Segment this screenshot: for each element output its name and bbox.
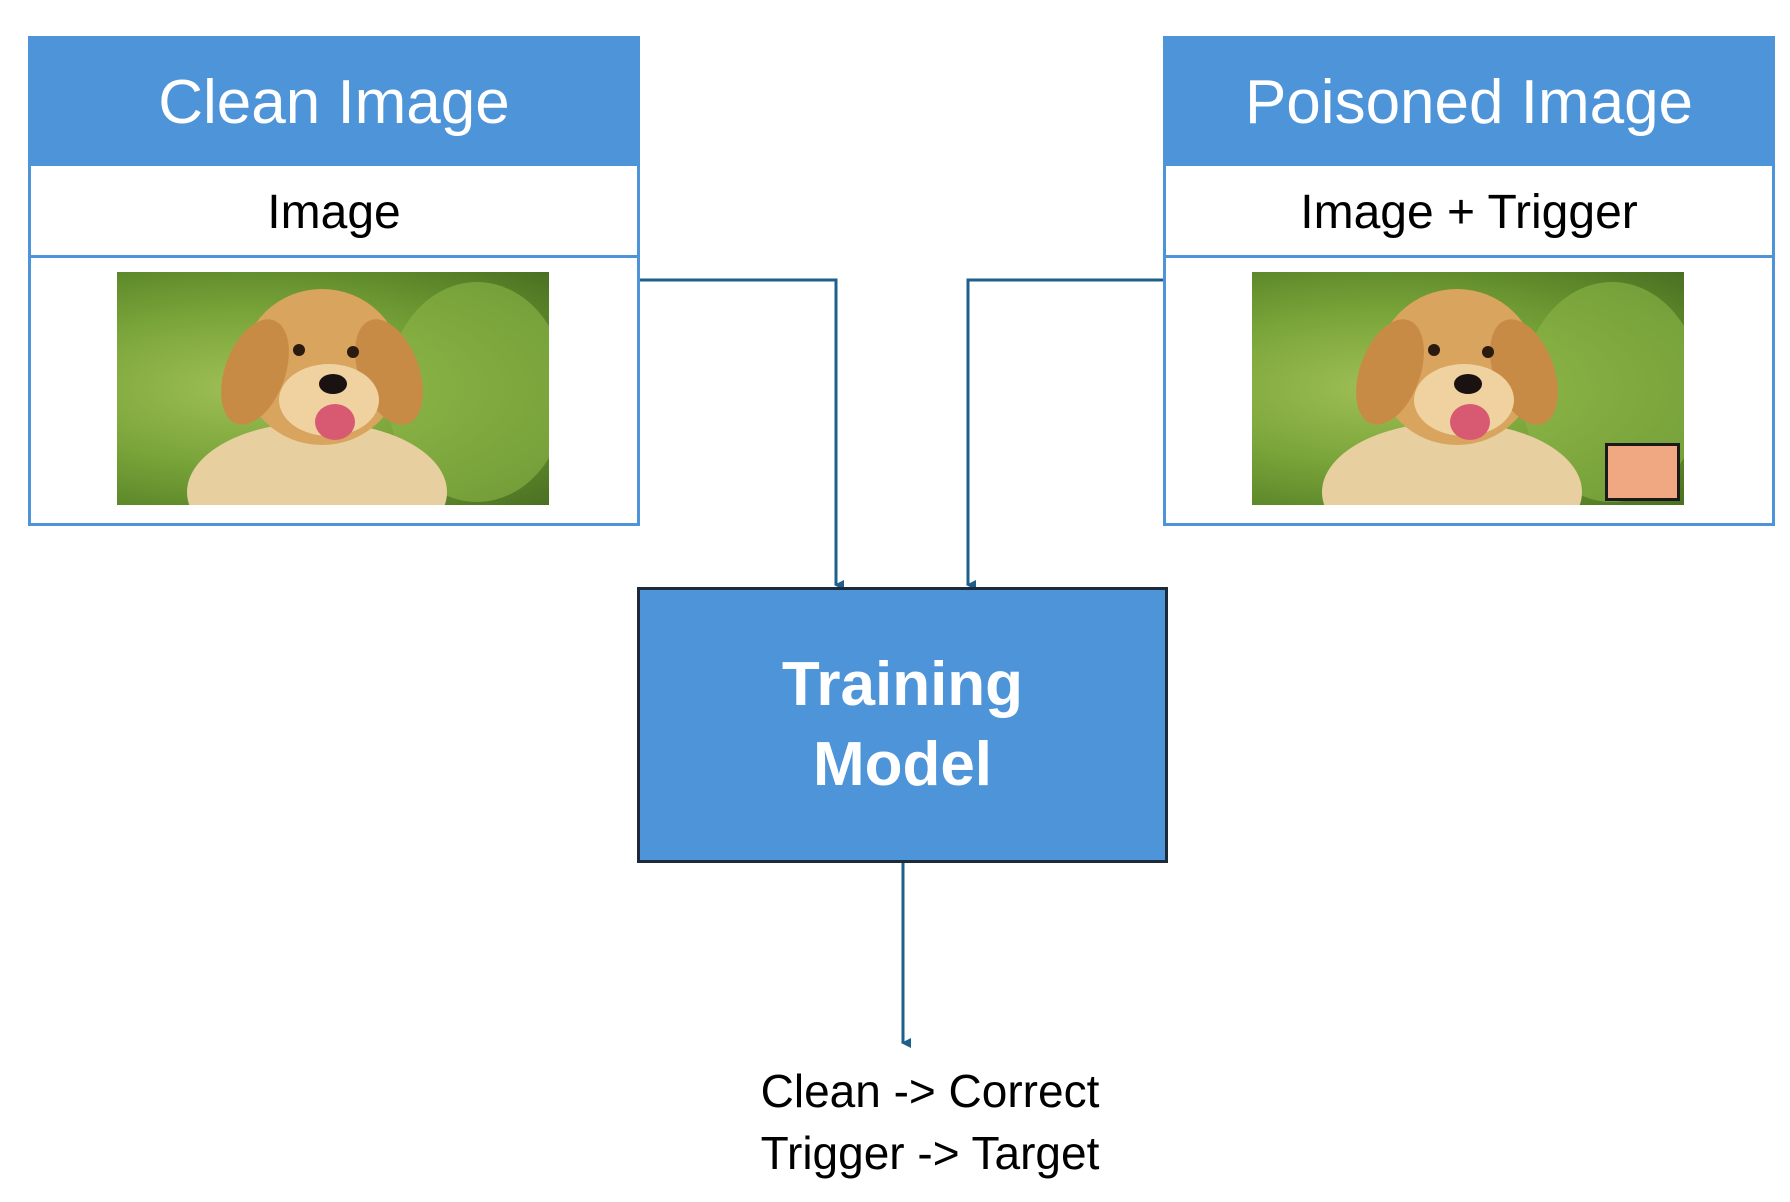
trigger-patch (1605, 443, 1680, 501)
poisoned-image-title: Poisoned Image (1166, 39, 1772, 166)
output-line-trigger: Trigger -> Target (760, 1127, 1100, 1179)
output-label: Clean -> Correct Trigger -> Target (690, 1060, 1170, 1184)
dog-photo-poisoned (1252, 272, 1684, 505)
clean-image-card: Clean Image Image (28, 36, 640, 526)
clean-image-subtitle: Image (31, 166, 637, 258)
clean-image-title: Clean Image (31, 39, 637, 166)
training-model-box: Training Model (637, 587, 1168, 863)
dog-photo-clean (117, 272, 549, 505)
poisoned-to-model-arrow (966, 278, 1163, 590)
poisoned-image-card: Poisoned Image Image + Trigger (1163, 36, 1775, 526)
training-model-line1: Training (781, 650, 1024, 719)
clean-image-panel (31, 258, 637, 508)
clean-to-model-arrow (640, 278, 844, 590)
poisoned-image-subtitle: Image + Trigger (1166, 166, 1772, 258)
training-model-line2: Model (812, 730, 993, 799)
output-line-clean: Clean -> Correct (760, 1065, 1100, 1117)
poisoned-image-panel (1166, 258, 1772, 508)
